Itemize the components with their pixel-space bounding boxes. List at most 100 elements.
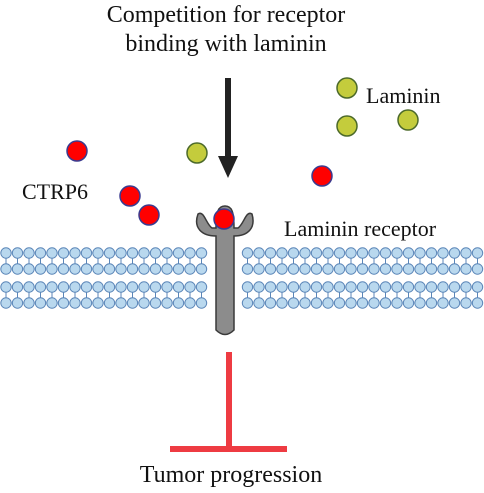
lipid-head	[161, 247, 173, 259]
lipid-head	[195, 247, 208, 259]
outcome-label: Tumor progression	[140, 462, 322, 488]
lipid-head	[195, 297, 208, 309]
lipid-head	[149, 247, 162, 259]
lipid-head	[241, 247, 254, 259]
lipid-head	[11, 297, 24, 309]
ctrp6-bound-molecule	[213, 208, 235, 230]
lipid-head	[46, 281, 58, 293]
lipid-head	[34, 263, 47, 275]
lipid-head	[345, 297, 357, 309]
lipid-head	[103, 281, 116, 293]
lipid-head	[115, 281, 127, 293]
lipid-head	[69, 297, 81, 309]
receptor-label: Laminin receptor	[284, 216, 437, 241]
lipid-head	[471, 281, 484, 293]
lipid-head	[322, 297, 334, 309]
lipid-head	[92, 281, 104, 293]
lipid-head	[368, 281, 380, 293]
lipid-head	[264, 297, 277, 309]
lipid-head	[276, 247, 288, 259]
lipid-head	[241, 281, 254, 293]
lipid-head	[299, 281, 311, 293]
lipid-head	[368, 263, 380, 275]
lipid-head	[391, 247, 403, 259]
ctrp6-molecule	[311, 165, 333, 187]
lipid-head	[184, 281, 196, 293]
lipid-head	[253, 263, 265, 275]
lipid-head	[46, 297, 58, 309]
lipid-head	[310, 247, 323, 259]
lipid-head	[57, 297, 70, 309]
lipid-head	[0, 297, 12, 309]
lipid-head	[310, 263, 323, 275]
lipid-head	[460, 281, 472, 293]
lipid-head	[80, 247, 93, 259]
lipid-head	[264, 281, 277, 293]
lipid-head	[448, 247, 461, 259]
lipid-head	[310, 297, 323, 309]
lipid-head	[115, 297, 127, 309]
lipid-head	[425, 247, 438, 259]
lipid-head	[356, 297, 369, 309]
lipid-head	[34, 281, 47, 293]
lipid-head	[345, 263, 357, 275]
lipid-head	[149, 281, 162, 293]
lipid-head	[69, 247, 81, 259]
lipid-head	[0, 281, 12, 293]
lipid-head	[126, 281, 139, 293]
lipid-head	[149, 297, 162, 309]
lipid-head	[414, 247, 426, 259]
lipid-head	[172, 247, 185, 259]
lipid-head	[276, 263, 288, 275]
lipid-head	[460, 297, 472, 309]
lipid-head	[23, 297, 35, 309]
lipid-head	[126, 263, 139, 275]
lipid-head	[437, 247, 449, 259]
lipid-head	[322, 247, 334, 259]
laminin-molecule	[336, 77, 358, 99]
lipid-head	[402, 263, 415, 275]
lipid-head	[184, 297, 196, 309]
inhibition-symbol	[170, 352, 287, 452]
lipid-head	[287, 297, 300, 309]
ctrp6-label: CTRP6	[22, 179, 88, 204]
lipid-head	[460, 263, 472, 275]
lipid-head	[161, 263, 173, 275]
lipid-head	[448, 263, 461, 275]
ctrp6-molecule	[138, 204, 160, 226]
lipid-head	[11, 281, 24, 293]
lipid-head	[172, 297, 185, 309]
lipid-head	[57, 281, 70, 293]
lipid-head	[172, 263, 185, 275]
lipid-head	[92, 247, 104, 259]
lipid-head	[80, 297, 93, 309]
lipid-head	[471, 297, 484, 309]
ctrp6-molecule	[119, 185, 141, 207]
lipid-head	[425, 263, 438, 275]
lipid-head	[138, 247, 150, 259]
lipid-head	[287, 263, 300, 275]
lipid-head	[276, 297, 288, 309]
laminin-molecules	[186, 77, 419, 164]
laminin-label: Laminin	[366, 83, 441, 108]
lipid-head	[241, 263, 254, 275]
lipid-head	[253, 281, 265, 293]
lipid-head	[414, 281, 426, 293]
lipid-head	[379, 247, 392, 259]
lipid-head	[425, 297, 438, 309]
lipid-head	[299, 247, 311, 259]
lipid-head	[264, 247, 277, 259]
ctrp6-molecule	[66, 140, 88, 162]
lipid-head	[379, 297, 392, 309]
lipid-head	[0, 247, 12, 259]
lipid-head	[333, 263, 346, 275]
lipid-head	[57, 263, 70, 275]
lipid-head	[448, 281, 461, 293]
lipid-head	[80, 281, 93, 293]
lipid-head	[23, 281, 35, 293]
lipid-head	[115, 247, 127, 259]
lipid-head	[184, 263, 196, 275]
lipid-head	[138, 281, 150, 293]
laminin-molecule	[186, 142, 208, 164]
lipid-head	[299, 297, 311, 309]
